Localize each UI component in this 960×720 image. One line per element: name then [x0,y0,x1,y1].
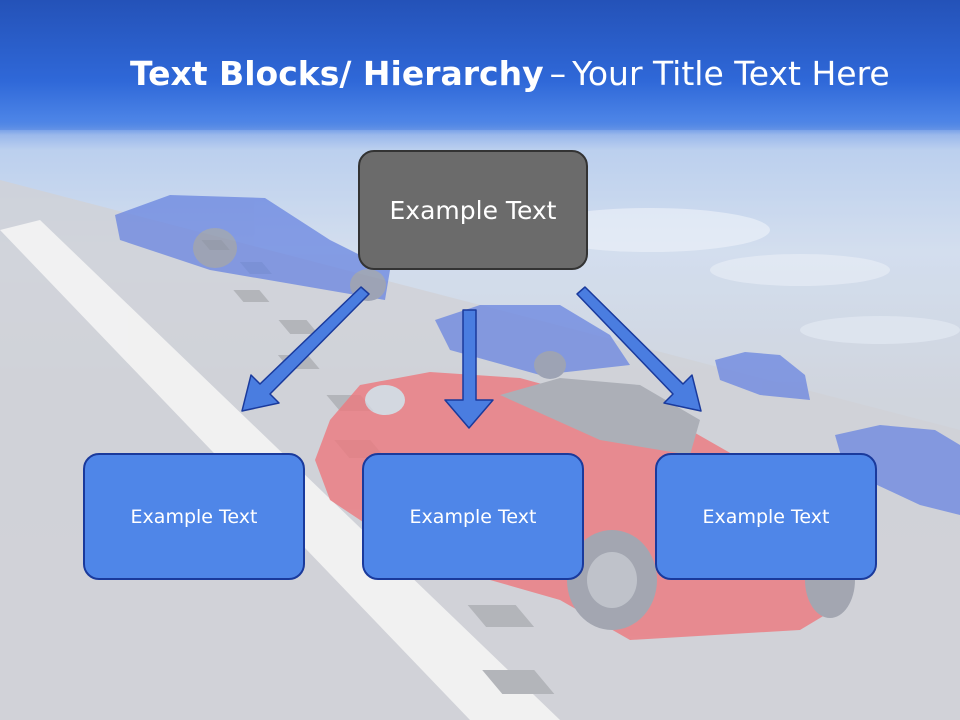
arrow-center [444,309,494,429]
top-level-box: Example Text [358,150,588,270]
arrow-right [576,286,702,412]
child-box-2: Example Text [362,453,584,580]
title-rest-part: Your Title Text Here [572,54,890,93]
title-separator: – [549,54,567,93]
title-bold-part: Text Blocks/ Hierarchy [130,54,544,93]
slide-title: Text Blocks/ Hierarchy–Your Title Text H… [130,54,890,93]
arrow-left [241,286,370,412]
child-box-1: Example Text [83,453,305,580]
title-band [0,0,960,135]
child-box-3: Example Text [655,453,877,580]
